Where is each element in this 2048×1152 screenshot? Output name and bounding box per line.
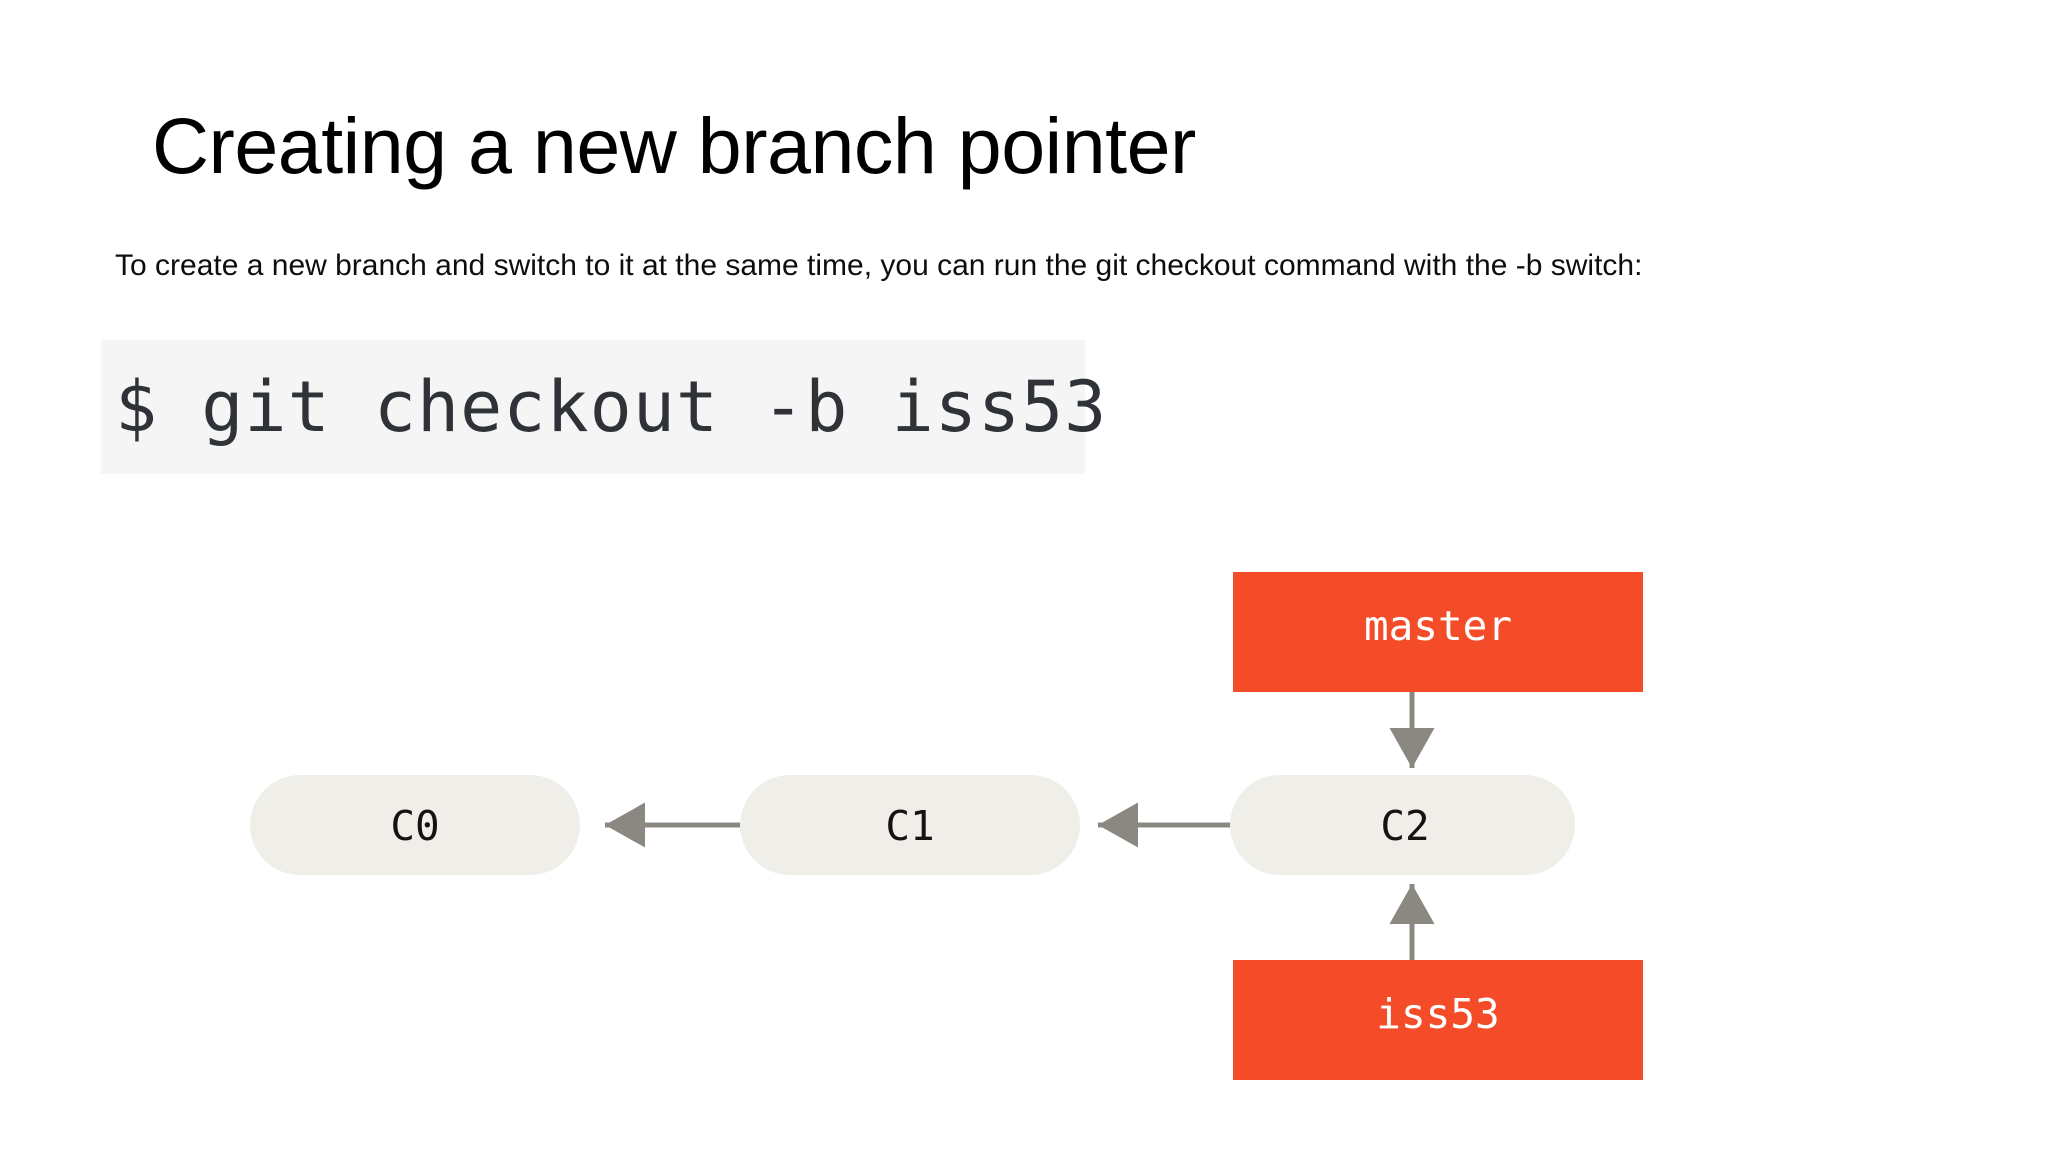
body-paragraph: To create a new branch and switch to it …: [115, 249, 1643, 282]
page-title: Creating a new branch pointer: [152, 101, 1196, 190]
commit-node-c1-label: C1: [885, 802, 934, 850]
branch-pointer-iss53-label: iss53: [1376, 990, 1499, 1038]
commit-node-c2-shape: [1230, 775, 1575, 875]
branch-pointer-iss53[interactable]: iss53: [1233, 960, 1643, 1080]
branch-pointer-master-label: master: [1364, 602, 1512, 650]
commit-node-c2[interactable]: C2: [1230, 775, 1575, 875]
commit-node-c2-label: C2: [1380, 802, 1429, 850]
branch-pointer-iss53-shape: [1233, 960, 1643, 1080]
code-command: $ git checkout -b iss53: [115, 366, 1108, 448]
commit-node-c0-shape: [250, 775, 580, 875]
branch-pointer-master-shape: [1233, 572, 1643, 692]
commit-node-c0-label: C0: [390, 802, 439, 850]
commit-node-c1[interactable]: C1: [740, 775, 1080, 875]
commit-node-c0[interactable]: C0: [250, 775, 580, 875]
code-block: $ git checkout -b iss53: [101, 340, 1106, 474]
branch-pointer-master[interactable]: master: [1233, 572, 1643, 692]
commit-node-c1-shape: [740, 775, 1080, 875]
git-branch-diagram: C0 C1 C2 master iss53: [0, 520, 2048, 1140]
